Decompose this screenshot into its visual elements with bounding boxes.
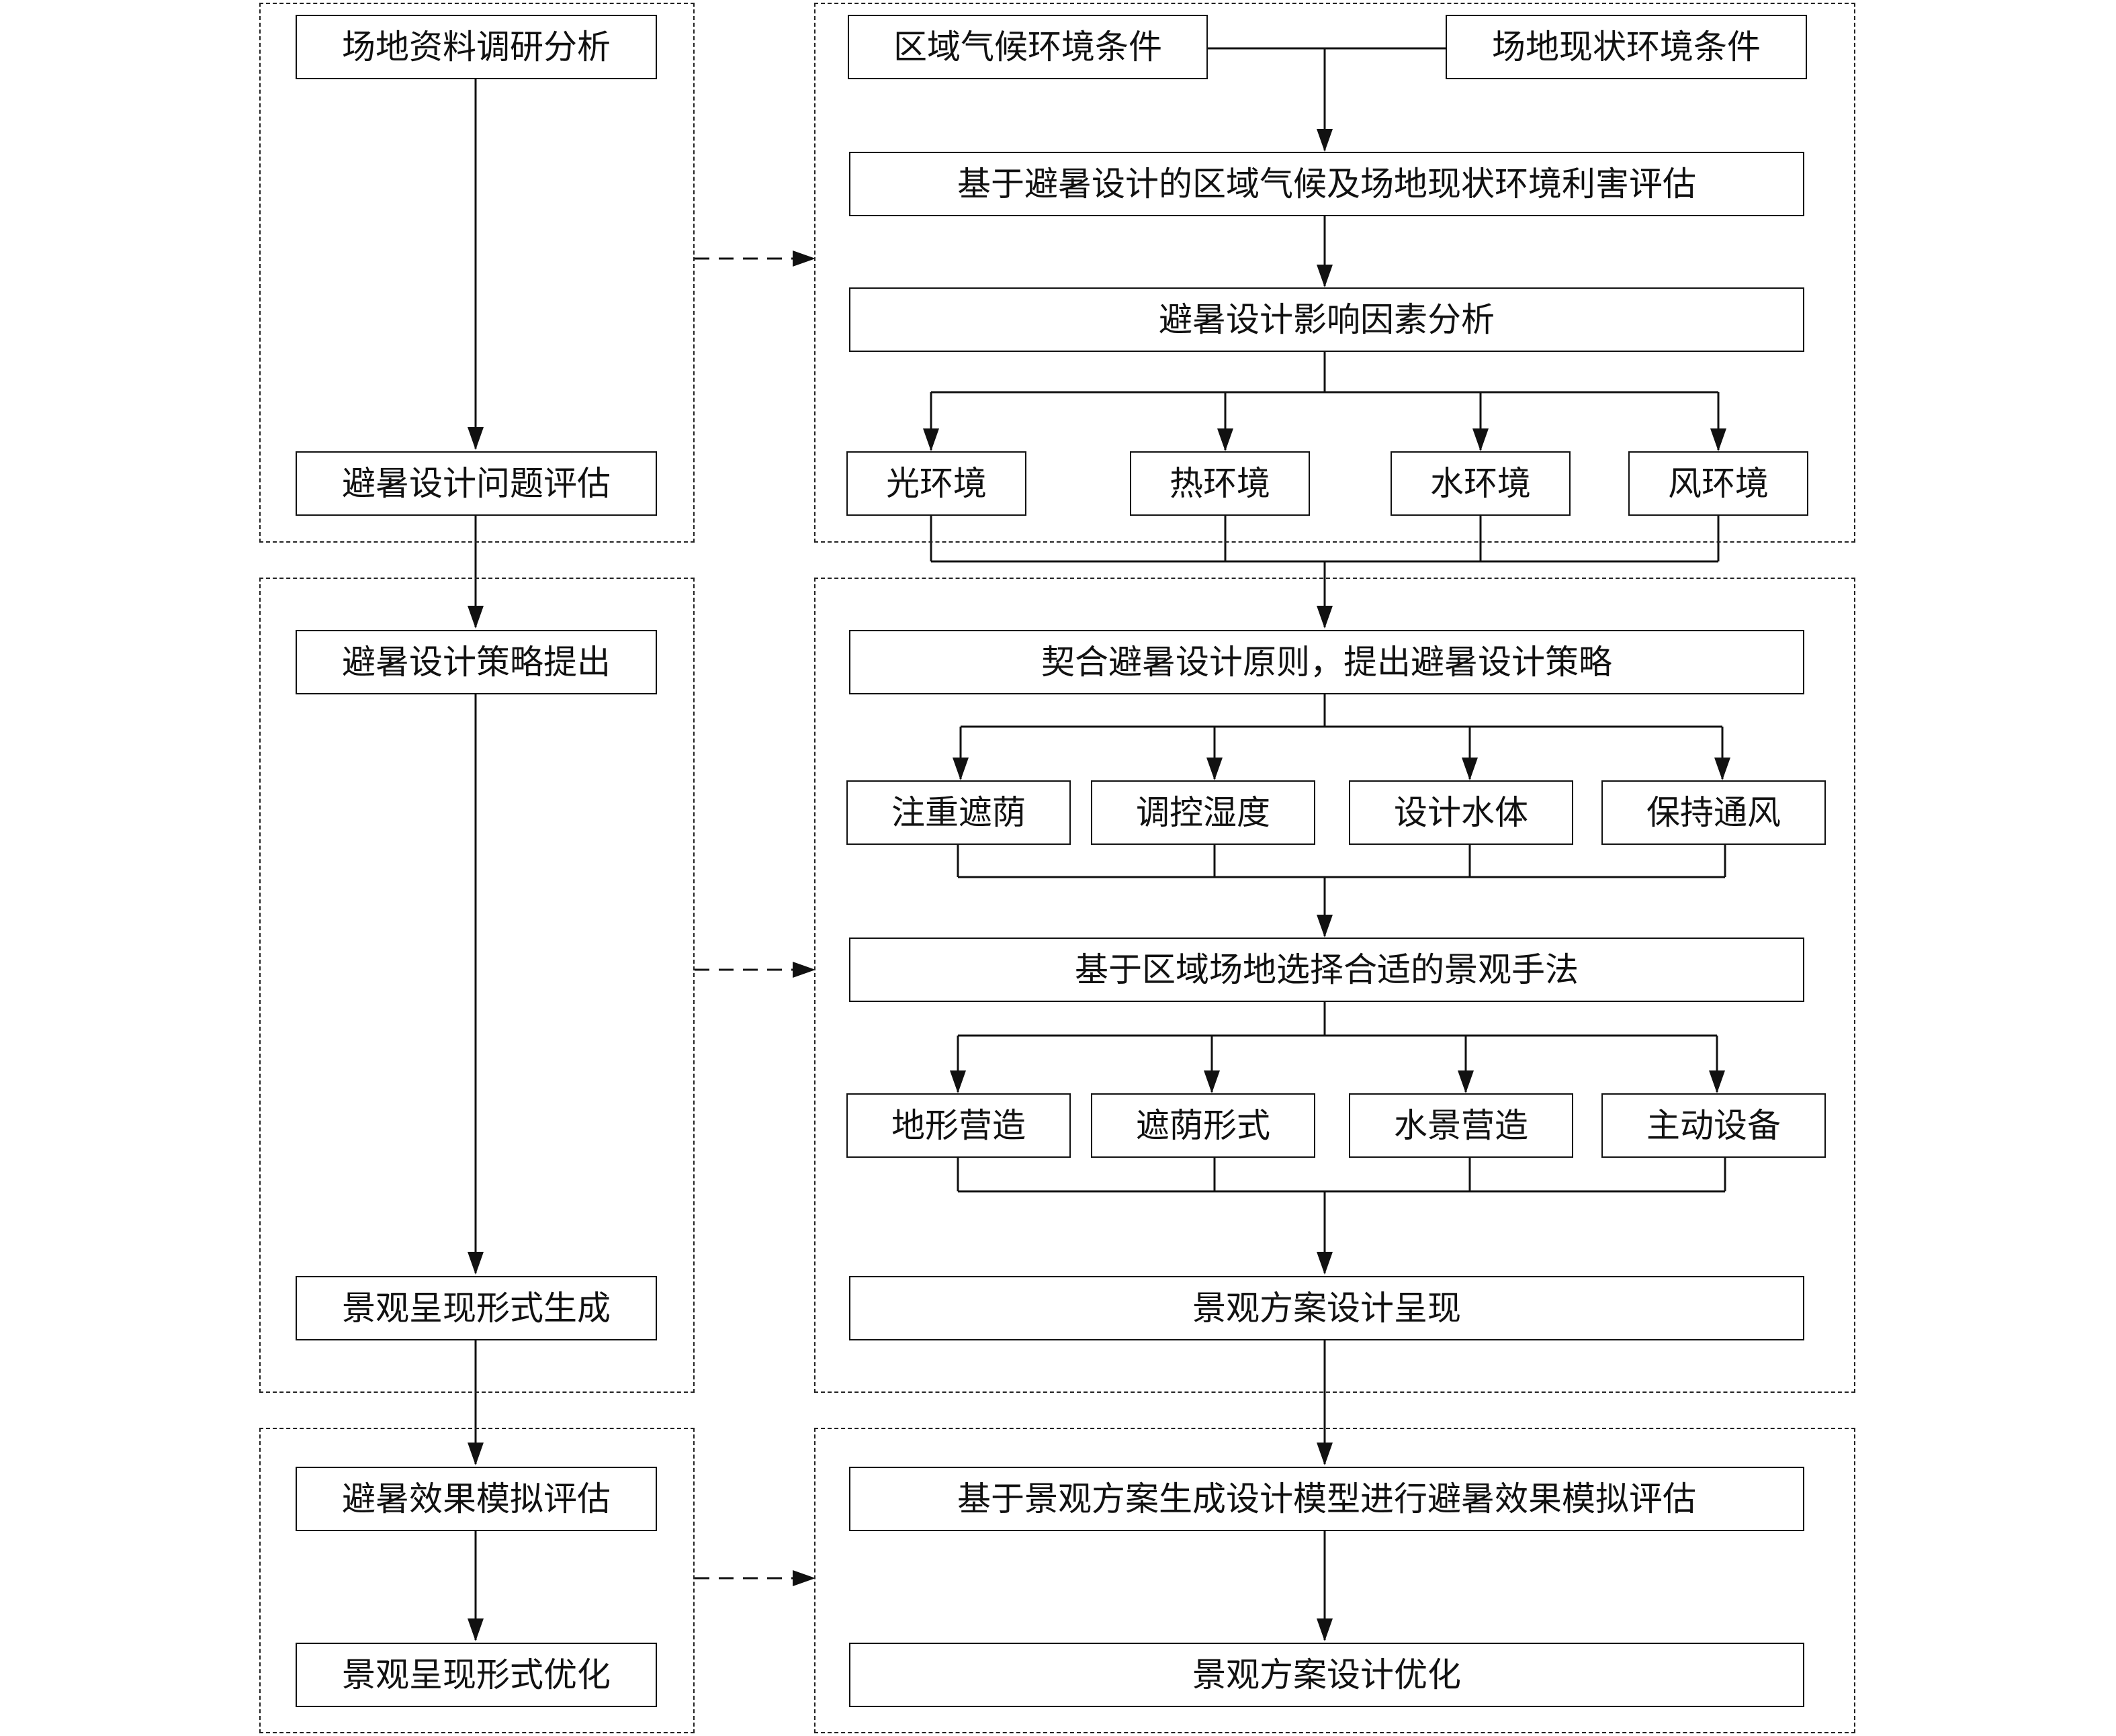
strategy-box-water: 设计水体 <box>1349 780 1573 845</box>
method-box-waterscape: 水景营造 <box>1349 1093 1573 1158</box>
survey-box: 场地资料调研分析 <box>296 15 657 79</box>
env-box-water: 水环境 <box>1391 451 1571 516</box>
method-box-active-device: 主动设备 <box>1601 1093 1826 1158</box>
site-box: 场地现状环境条件 <box>1446 15 1807 79</box>
optimize-box: 景观方案设计优化 <box>849 1643 1804 1707</box>
strategy-box-shade: 注重遮荫 <box>846 780 1071 845</box>
left-group-1 <box>259 3 695 543</box>
present-box: 景观方案设计呈现 <box>849 1276 1804 1340</box>
env-box-heat: 热环境 <box>1130 451 1310 516</box>
strategy-box: 避暑设计策略提出 <box>296 630 657 694</box>
right-group-3 <box>814 1428 1855 1733</box>
method-box-terrain: 地形营造 <box>846 1093 1071 1158</box>
right-group-1 <box>814 3 1855 543</box>
dashed-links <box>695 250 815 1586</box>
right-group-2 <box>814 578 1855 1393</box>
climate-box: 区域气候环境条件 <box>848 15 1208 79</box>
strategy-box-ventilation: 保持通风 <box>1601 780 1826 845</box>
form-opt-box: 景观呈现形式优化 <box>296 1643 657 1707</box>
methods-title-box: 基于区域场地选择合适的景观手法 <box>849 938 1804 1002</box>
env-box-light: 光环境 <box>846 451 1026 516</box>
simulate-box: 避暑效果模拟评估 <box>296 1467 657 1531</box>
principle-box: 契合避暑设计原则，提出避暑设计策略 <box>849 630 1804 694</box>
left-group-3 <box>259 1428 695 1733</box>
problem-box: 避暑设计问题评估 <box>296 451 657 516</box>
factors-box: 避暑设计影响因素分析 <box>849 287 1804 352</box>
env-box-wind: 风环境 <box>1628 451 1808 516</box>
strategy-box-humidity: 调控湿度 <box>1091 780 1315 845</box>
left-group-2 <box>259 578 695 1393</box>
assess-box: 基于避暑设计的区域气候及场地现状环境利害评估 <box>849 152 1804 216</box>
method-box-shade-form: 遮荫形式 <box>1091 1093 1315 1158</box>
form-gen-box: 景观呈现形式生成 <box>296 1276 657 1340</box>
model-eval-box: 基于景观方案生成设计模型进行避暑效果模拟评估 <box>849 1467 1804 1531</box>
